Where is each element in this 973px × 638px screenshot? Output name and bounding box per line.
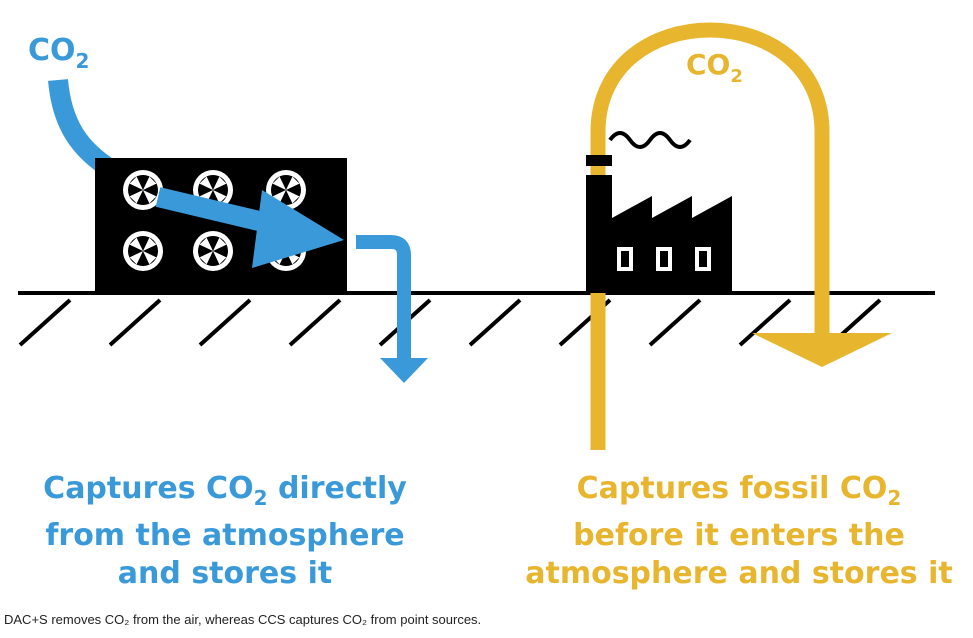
fan-icon [193, 170, 233, 210]
dac-caption: Captures CO2 directly from the atmospher… [20, 470, 430, 593]
dac-co2-label: CO2 [28, 33, 89, 73]
fan-icon [123, 170, 163, 210]
dac-capture-arrow [155, 187, 344, 268]
ccs-caption-line-3: atmosphere and stores it [525, 556, 953, 591]
air-inflow-arrow [48, 78, 118, 179]
figure-footnote: DAC+S removes CO₂ from the air, whereas … [4, 612, 482, 627]
factory-icon [586, 155, 732, 293]
ground-hatch-icon [18, 298, 882, 347]
dac-section: CO2 [28, 33, 428, 383]
dac-caption-line-3: and stores it [117, 556, 333, 591]
ccs-co2-label: CO2 [686, 48, 743, 87]
ccs-caption: Captures fossil CO2 before it enters the… [505, 470, 973, 593]
dac-ccs-diagram: CO2 [18, 22, 935, 450]
dac-caption-line-1: Captures CO2 directly [43, 471, 407, 510]
ccs-loop-pipe [590, 22, 830, 450]
ccs-section: CO2 [586, 22, 892, 450]
fan-icon [123, 231, 163, 271]
dac-caption-line-2: from the atmosphere [45, 518, 405, 553]
fan-icon [193, 231, 233, 271]
dac-storage-arrow [356, 235, 428, 383]
ccs-caption-line-1: Captures fossil CO2 [576, 471, 902, 510]
smoke-icon [608, 131, 692, 149]
ccs-caption-line-2: before it enters the [573, 518, 905, 553]
ccs-down-arrow [752, 333, 892, 367]
